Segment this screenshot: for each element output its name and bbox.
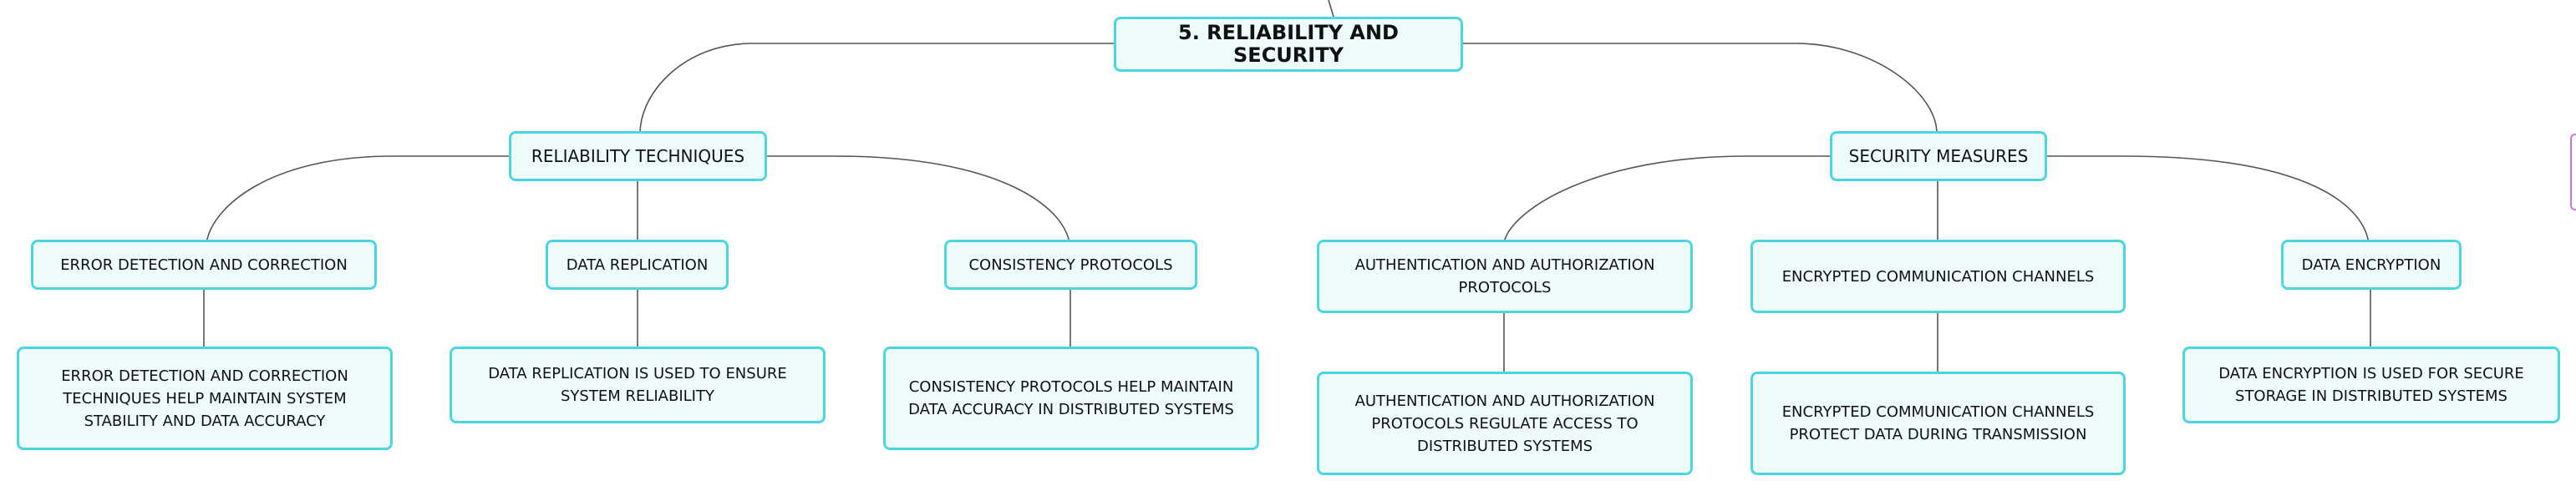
- branch-node-label: SECURITY MEASURES: [1848, 145, 2029, 166]
- topic-node-error-detection[interactable]: ERROR DETECTION AND CORRECTION: [31, 240, 377, 290]
- topic-node-label: AUTHENTICATION AND AUTHORIZATION PROTOCO…: [1354, 256, 1655, 296]
- detail-node-data-replication[interactable]: DATA REPLICATION IS USED TO ENSURE SYSTE…: [450, 347, 826, 423]
- connector-security-to-auth: [1503, 155, 1832, 243]
- detail-node-encrypted-channels[interactable]: ENCRYPTED COMMUNICATION CHANNELS PROTECT…: [1750, 372, 2126, 475]
- connector-reliability-to-error: [206, 155, 511, 245]
- branch-node-label: RELIABILITY TECHNIQUES: [531, 145, 745, 166]
- detail-node-text: AUTHENTICATION AND AUTHORIZATION PROTOCO…: [1354, 392, 1655, 455]
- topic-node-label: ERROR DETECTION AND CORRECTION: [60, 256, 348, 274]
- topic-node-data-encryption[interactable]: DATA ENCRYPTION: [2281, 240, 2462, 290]
- connector-security-to-data-encryption: [2045, 155, 2370, 245]
- detail-node-text: DATA ENCRYPTION IS USED FOR SECURE STORA…: [2218, 365, 2524, 405]
- detail-node-authentication-authorization[interactable]: AUTHENTICATION AND AUTHORIZATION PROTOCO…: [1317, 372, 1693, 475]
- root-node-label: 5. RELIABILITY AND SECURITY: [1178, 21, 1399, 67]
- topic-node-data-replication[interactable]: DATA REPLICATION: [546, 240, 729, 290]
- detail-node-consistency-protocols[interactable]: CONSISTENCY PROTOCOLS HELP MAINTAIN DATA…: [883, 347, 1259, 450]
- topic-node-label: CONSISTENCY PROTOCOLS: [968, 256, 1173, 274]
- topic-node-label: DATA REPLICATION: [566, 256, 709, 274]
- side-panel-tab[interactable]: [2570, 134, 2576, 210]
- connector-parent-to-root: [1328, 0, 1334, 18]
- root-node[interactable]: 5. RELIABILITY AND SECURITY: [1114, 17, 1463, 72]
- topic-node-label: DATA ENCRYPTION: [2301, 256, 2441, 274]
- detail-node-error-detection[interactable]: ERROR DETECTION AND CORRECTION TECHNIQUE…: [17, 347, 393, 450]
- detail-node-text: ENCRYPTED COMMUNICATION CHANNELS PROTECT…: [1781, 403, 2095, 443]
- connector-root-to-reliability: [639, 43, 1116, 134]
- branch-node-security-measures[interactable]: SECURITY MEASURES: [1830, 131, 2047, 181]
- branch-node-reliability-techniques[interactable]: RELIABILITY TECHNIQUES: [509, 131, 767, 181]
- connector-reliability-to-consistency: [765, 155, 1070, 245]
- topic-node-label: ENCRYPTED COMMUNICATION CHANNELS: [1781, 267, 2095, 286]
- detail-node-text: DATA REPLICATION IS USED TO ENSURE SYSTE…: [488, 365, 787, 405]
- detail-node-text: CONSISTENCY PROTOCOLS HELP MAINTAIN DATA…: [908, 378, 1234, 418]
- topic-node-authentication-authorization[interactable]: AUTHENTICATION AND AUTHORIZATION PROTOCO…: [1317, 240, 1693, 313]
- connector-root-to-security: [1462, 43, 1938, 134]
- detail-node-text: ERROR DETECTION AND CORRECTION TECHNIQUE…: [61, 367, 348, 430]
- topic-node-encrypted-channels[interactable]: ENCRYPTED COMMUNICATION CHANNELS: [1750, 240, 2126, 313]
- topic-node-consistency-protocols[interactable]: CONSISTENCY PROTOCOLS: [944, 240, 1197, 290]
- detail-node-data-encryption[interactable]: DATA ENCRYPTION IS USED FOR SECURE STORA…: [2182, 347, 2560, 423]
